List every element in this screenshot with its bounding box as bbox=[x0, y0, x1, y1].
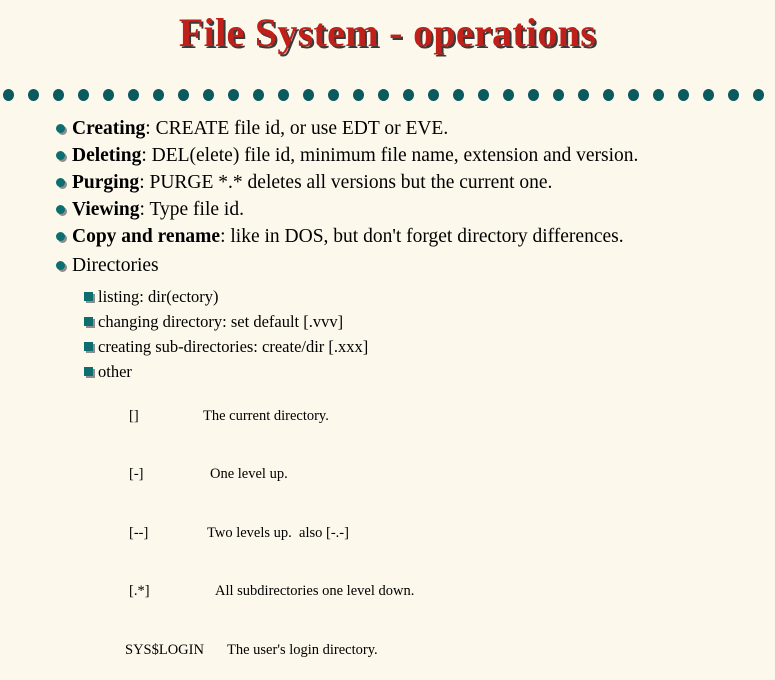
divider-dot-icon bbox=[603, 89, 614, 101]
sub-list-item: other bbox=[0, 359, 775, 384]
notation-token: SYS$LOGIN bbox=[125, 641, 204, 658]
divider-dot-icon bbox=[378, 89, 389, 101]
divider-dot-icon bbox=[328, 89, 339, 101]
divider-dot-icon bbox=[103, 89, 114, 101]
divider-dot-icon bbox=[653, 89, 664, 101]
list-item: Purging: PURGE *.* deletes all versions … bbox=[0, 169, 775, 196]
title-container: File System - operations bbox=[0, 9, 775, 57]
divider-dot-icon bbox=[528, 89, 539, 101]
list-item: Deleting: DEL(elete) file id, minimum fi… bbox=[0, 142, 775, 169]
list-item-text: : PURGE *.* deletes all versions but the… bbox=[139, 172, 553, 193]
circle-bullet-icon bbox=[56, 205, 65, 214]
divider-dot-icon bbox=[703, 89, 714, 101]
notation-desc: The current directory. bbox=[203, 407, 329, 424]
sub-list-item-text: creating sub-directories: create/dir [.x… bbox=[98, 337, 369, 356]
divider-dot-icon bbox=[453, 89, 464, 101]
divider-dot-icon bbox=[278, 89, 289, 101]
page-title: File System - operations bbox=[178, 10, 597, 55]
table-row: [] The current directory. bbox=[100, 387, 775, 446]
square-bullet-icon bbox=[84, 367, 93, 376]
divider-dot-icon bbox=[578, 89, 589, 101]
table-row: [.*] All subdirectories one level down. bbox=[100, 563, 775, 622]
divider-dot-icon bbox=[203, 89, 214, 101]
circle-bullet-icon bbox=[56, 261, 65, 270]
notation-token: [] bbox=[129, 407, 139, 424]
divider-dot-icon bbox=[478, 89, 489, 101]
list-item-lead: Purging bbox=[72, 172, 140, 193]
divider-dot-icon bbox=[128, 89, 139, 101]
divider-dot-icon bbox=[628, 89, 639, 101]
slide: File System - operations Creating: CREAT… bbox=[0, 9, 775, 658]
square-bullet-icon bbox=[84, 317, 93, 326]
list-item-lead: Deleting bbox=[72, 145, 142, 166]
notation-desc: All subdirectories one level down. bbox=[215, 583, 415, 599]
notation-token: [--] bbox=[129, 524, 149, 541]
table-row: [--] Two levels up. also [-.-] bbox=[100, 504, 775, 563]
sub-list-item: changing directory: set default [.vvv] bbox=[0, 309, 775, 334]
sub-list-item: creating sub-directories: create/dir [.x… bbox=[0, 334, 775, 359]
divider-dot-icon bbox=[728, 89, 739, 101]
divider-dot-icon bbox=[228, 89, 239, 101]
circle-bullet-icon bbox=[56, 151, 65, 160]
slide-body: Creating: CREATE file id, or use EDT or … bbox=[0, 115, 775, 680]
sub-list-item-text: other bbox=[98, 362, 132, 381]
dot-divider bbox=[0, 87, 775, 103]
divider-dot-icon bbox=[353, 89, 364, 101]
notation-desc: One level up. bbox=[210, 466, 288, 482]
divider-dot-icon bbox=[53, 89, 64, 101]
notation-token: [-] bbox=[129, 466, 144, 482]
list-item-text: : Type file id. bbox=[139, 199, 244, 220]
square-bullet-icon bbox=[84, 342, 93, 351]
list-item-lead: Creating bbox=[72, 118, 146, 139]
divider-dot-icon bbox=[3, 89, 14, 101]
list-item: Viewing: Type file id. bbox=[0, 196, 775, 223]
divider-dot-icon bbox=[503, 89, 514, 101]
list-item: Creating: CREATE file id, or use EDT or … bbox=[0, 115, 775, 142]
list-item: Copy and rename: like in DOS, but don't … bbox=[0, 223, 775, 250]
circle-bullet-icon bbox=[56, 124, 65, 133]
table-row: SYS$LOGIN The user's login directory. bbox=[96, 621, 775, 680]
sub-list-item-text: listing: dir(ectory) bbox=[98, 287, 219, 306]
list-item-lead: Copy and rename bbox=[72, 226, 221, 247]
divider-dot-icon bbox=[553, 89, 564, 101]
divider-dot-icon bbox=[403, 89, 414, 101]
divider-dot-icon bbox=[678, 89, 689, 101]
circle-bullet-icon bbox=[56, 178, 65, 187]
divider-dot-icon bbox=[303, 89, 314, 101]
sub-list-item: listing: dir(ectory) bbox=[0, 284, 775, 309]
list-item-text: : CREATE file id, or use EDT or EVE. bbox=[145, 118, 449, 139]
divider-dot-icon bbox=[178, 89, 189, 101]
divider-dot-icon bbox=[78, 89, 89, 101]
notation-desc: Two levels up. also [-.-] bbox=[207, 524, 349, 541]
list-item-text: : like in DOS, but don't forget director… bbox=[220, 226, 624, 247]
directory-notation-table: [] The current directory. [-] One level up… bbox=[0, 387, 775, 680]
square-bullet-icon bbox=[84, 292, 93, 301]
notation-token: [.*] bbox=[129, 583, 150, 599]
notation-desc: The user's login directory. bbox=[227, 641, 378, 658]
circle-bullet-icon bbox=[56, 232, 65, 241]
list-item-lead: Viewing bbox=[72, 199, 140, 220]
divider-dot-icon bbox=[753, 89, 764, 101]
divider-dot-icon bbox=[253, 89, 264, 101]
divider-dot-icon bbox=[428, 89, 439, 101]
divider-dot-icon bbox=[28, 89, 39, 101]
list-item-text: : DEL(elete) file id, minimum file name,… bbox=[141, 145, 639, 166]
divider-dot-icon bbox=[153, 89, 164, 101]
list-item-text: Directories bbox=[72, 255, 159, 276]
sub-list-item-text: changing directory: set default [.vvv] bbox=[98, 312, 344, 331]
list-item: Directories bbox=[0, 250, 775, 279]
table-row: [-] One level up. bbox=[100, 446, 775, 505]
